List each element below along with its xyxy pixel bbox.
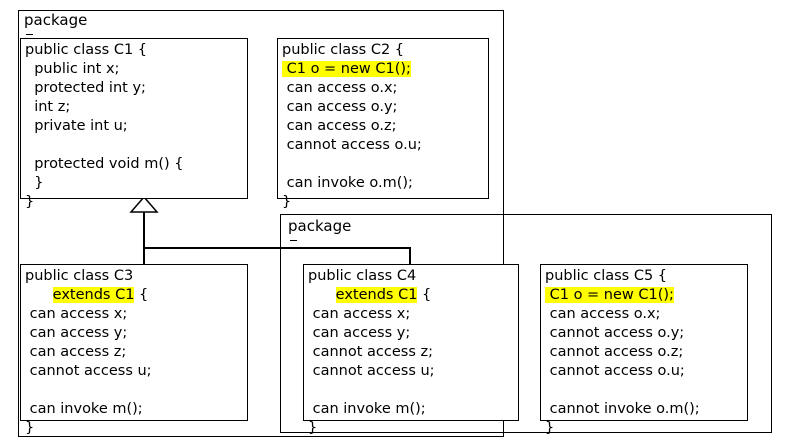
code-line: can invoke m(); <box>25 401 143 417</box>
connector-drop-c4 <box>409 247 411 265</box>
highlight-span: C1 o = new C1(); <box>545 287 674 303</box>
code-line: public class C5 { <box>545 268 668 284</box>
line-prefix <box>25 287 53 303</box>
code-line: cannot access u; <box>308 363 435 379</box>
connector-stem-vertical <box>143 212 145 264</box>
code-line: } <box>308 420 318 436</box>
code-line: } <box>25 420 35 436</box>
line-prefix <box>308 287 336 303</box>
code-line: } <box>25 194 35 210</box>
code-line-blank <box>545 381 747 400</box>
code-line: public class C1 { <box>25 42 148 58</box>
highlight-span: C1 o = new C1(); <box>282 61 411 77</box>
code-line: public class C3 <box>25 268 134 284</box>
code-line: protected void m() { <box>25 156 184 172</box>
code-line: cannot access o.y; <box>545 325 685 341</box>
code-line-highlighted: extends C1 { <box>308 286 518 305</box>
code-line: protected int y; <box>25 80 146 96</box>
code-line: private int u; <box>25 118 128 134</box>
connector-branch-horizontal <box>143 247 410 249</box>
code-line: cannot access o.u; <box>282 137 422 153</box>
code-line-blank <box>25 381 247 400</box>
code-line: cannot access o.z; <box>545 344 684 360</box>
code-line-highlighted: C1 o = new C1(); <box>282 60 488 79</box>
package-label-2: package <box>288 217 352 235</box>
class-box-c5[interactable]: public class C5 { C1 o = new C1(); can a… <box>540 264 748 436</box>
code-line: cannot access u; <box>25 363 152 379</box>
code-line: public class C2 { <box>282 42 405 58</box>
code-line: can access o.z; <box>282 118 397 134</box>
line-suffix: { <box>134 287 149 303</box>
code-line: can access y; <box>25 325 128 341</box>
code-line: cannot access z; <box>308 344 433 360</box>
highlight-span: extends C1 <box>52 287 135 303</box>
class-box-c1[interactable]: public class C1 { public int x; protecte… <box>20 38 248 210</box>
class-box-c2[interactable]: public class C2 { C1 o = new C1(); can a… <box>277 38 489 210</box>
code-line-highlighted: C1 o = new C1(); <box>545 286 747 305</box>
code-line: can access o.y; <box>282 99 398 115</box>
code-line-blank <box>282 155 488 174</box>
package-box-2 <box>280 214 772 433</box>
code-line: can access y; <box>308 325 411 341</box>
code-line: public class C4 <box>308 268 417 284</box>
highlight-span: extends C1 <box>335 287 418 303</box>
package-label-1: package <box>24 11 88 29</box>
code-line: can access o.x; <box>545 306 661 322</box>
code-line: can access o.x; <box>282 80 398 96</box>
package-tick-2 <box>290 240 297 241</box>
code-line: can access z; <box>25 344 127 360</box>
code-line: public int x; <box>25 61 120 77</box>
package-tick-1 <box>26 34 33 35</box>
code-line: can access x; <box>25 306 128 322</box>
class-box-c3[interactable]: public class C3 extends C1 { can access … <box>20 264 248 436</box>
code-line: cannot invoke o.m(); <box>545 401 700 417</box>
generalization-arrowhead <box>129 196 159 213</box>
code-line-highlighted: extends C1 { <box>25 286 247 305</box>
code-line: can invoke o.m(); <box>282 175 413 191</box>
package-box-1 <box>18 10 504 437</box>
class-box-c4[interactable]: public class C4 extends C1 { can access … <box>303 264 519 436</box>
code-line: can invoke m(); <box>308 401 426 417</box>
code-line: } <box>282 194 292 210</box>
code-line-blank <box>308 381 518 400</box>
code-line: int z; <box>25 99 71 115</box>
code-line: cannot access o.u; <box>545 363 685 379</box>
code-line: } <box>545 420 555 436</box>
line-suffix: { <box>417 287 432 303</box>
code-line: can access x; <box>308 306 411 322</box>
code-line-blank <box>25 136 247 155</box>
code-line: } <box>25 175 44 191</box>
